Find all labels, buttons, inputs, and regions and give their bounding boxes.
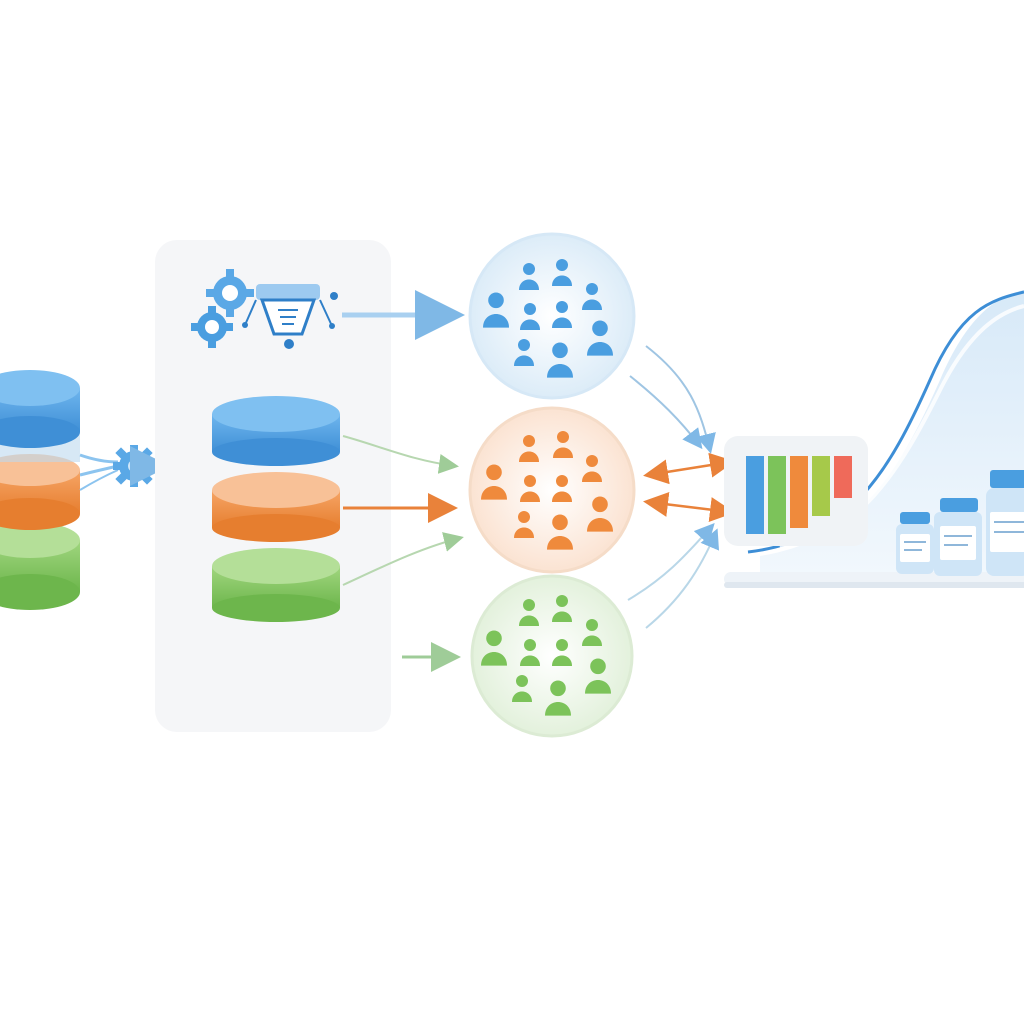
database-layer-orange	[0, 454, 80, 530]
bottle-small	[896, 512, 934, 574]
processing-panel	[155, 240, 391, 732]
bottle-medium	[934, 498, 982, 576]
segment-cylinder-blue	[212, 396, 340, 466]
database-layer-blue	[0, 370, 80, 448]
cluster-green	[470, 574, 634, 738]
source-database	[0, 370, 80, 610]
funnel-filter-icon	[242, 284, 338, 349]
bar-chart-icon	[724, 436, 868, 546]
output-arrows	[627, 345, 735, 629]
bottle-large	[986, 470, 1024, 576]
flow-arrows	[342, 290, 465, 672]
arrow-blue-segment	[342, 435, 459, 474]
cluster-blue	[468, 232, 636, 400]
segment-cylinder-orange	[212, 472, 340, 542]
database-layer-green	[0, 522, 80, 610]
segment-cylinder-green	[212, 548, 340, 622]
connector-gear	[79, 445, 170, 491]
arrow-green-segment	[342, 532, 464, 586]
medicine-bottles-icon	[896, 470, 1024, 576]
cluster-orange	[468, 406, 636, 574]
gears-icon	[191, 269, 254, 348]
gear-icon	[113, 445, 155, 487]
